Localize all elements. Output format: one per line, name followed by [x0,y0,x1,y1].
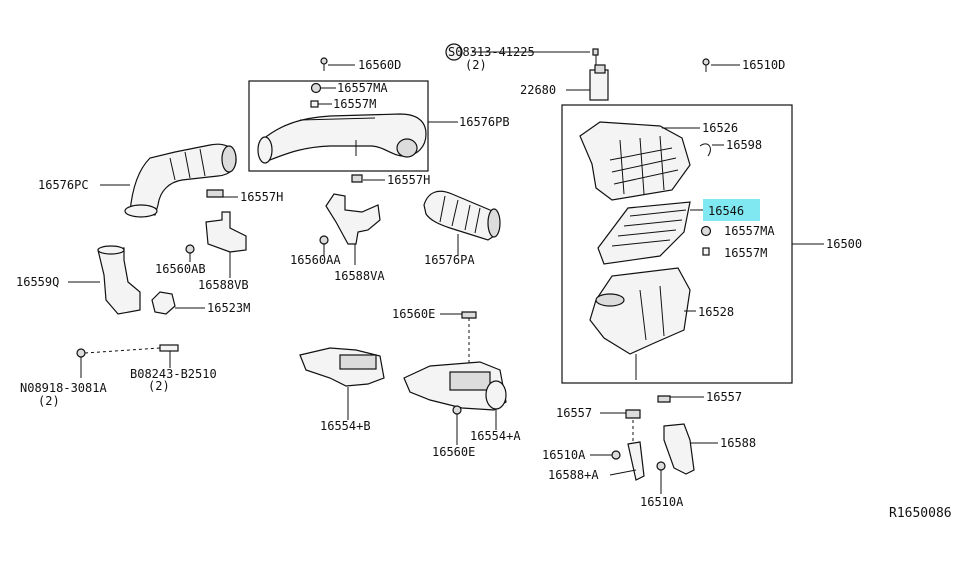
label-22680: 22680 [520,83,556,97]
sensor-22680 [445,43,609,101]
label-08313-qty: (2) [465,58,487,72]
label-16554A: 16554+A [470,429,521,443]
label-16588VA: 16588VA [334,269,385,283]
label-16560E-top: 16560E [392,307,435,321]
label-16557-left: 16557 [556,406,592,420]
label-16560AA: 16560AA [290,253,341,267]
label-16557M-right: 16557M [724,246,767,260]
grommet-16557MA-right [700,225,712,237]
bracket-16554A [403,311,507,445]
duct-group-box [248,80,429,172]
label-08243-qty: (2) [148,379,170,393]
grommet-16557H-left [206,189,238,198]
grommet-16557MA-top [310,82,336,94]
label-08243: B08243-B2510 [130,367,217,381]
bracket-16588 [590,395,718,494]
label-16557MA-right: 16557MA [724,224,775,238]
label-16557H-left: 16557H [240,190,283,204]
bracket-16588VA [319,193,381,265]
label-16526: 16526 [702,121,738,135]
label-16510A-bot: 16510A [640,495,684,509]
clip-16557M-top [310,100,332,108]
air-cleaner-cover-16526 [579,121,700,201]
label-16560D: 16560D [358,58,401,72]
label-16510D: 16510D [742,58,785,72]
label-16560E-bot: 16560E [432,445,475,459]
label-16557M-top: 16557M [333,97,376,111]
clamp-16598 [699,143,724,157]
label-08918-qty: (2) [38,394,60,408]
air-filter-16546 [597,201,691,265]
duct-16576PB [257,113,458,164]
label-16598: 16598 [726,138,762,152]
label-16500: 16500 [826,237,862,251]
bracket-16588VB [185,211,247,278]
label-16588VB: 16588VB [198,278,249,292]
duct-16576PC [100,143,237,218]
duct-16559Q [68,245,141,315]
label-16554B: 16554+B [320,419,371,433]
gasket-16523M [151,291,205,315]
label-16557MA-top: 16557MA [337,81,388,95]
air-cleaner-case-16528 [589,267,696,380]
highlight-16546 [703,199,760,221]
label-16576PB: 16576PB [459,115,510,129]
label-16528: 16528 [698,305,734,319]
label-16557H-mid: 16557H [387,173,430,187]
clip-16557M-right [702,247,710,256]
bolt-16510D [702,58,740,72]
label-16523M: 16523M [207,301,250,315]
grommet-16557H-mid [351,174,385,183]
label-16588: 16588 [720,436,756,450]
bracket-16554B [299,347,385,420]
label-08313: S08313-41225 [448,45,535,59]
reference-code: R1650086 [889,506,952,521]
label-16576PC: 16576PC [38,178,89,192]
label-16559Q: 16559Q [16,275,59,289]
label-16546: 16546 [708,204,744,218]
label-16576PA: 16576PA [424,253,475,267]
hose-16576PA [423,190,501,256]
bolt-16560D [320,57,355,71]
harness-08243 [76,344,179,378]
label-16560AB: 16560AB [155,262,206,276]
label-08918: N08918-3081A [20,381,107,395]
label-16588A: 16588+A [548,468,599,482]
label-16557-right: 16557 [706,390,742,404]
label-16510A-left: 16510A [542,448,586,462]
